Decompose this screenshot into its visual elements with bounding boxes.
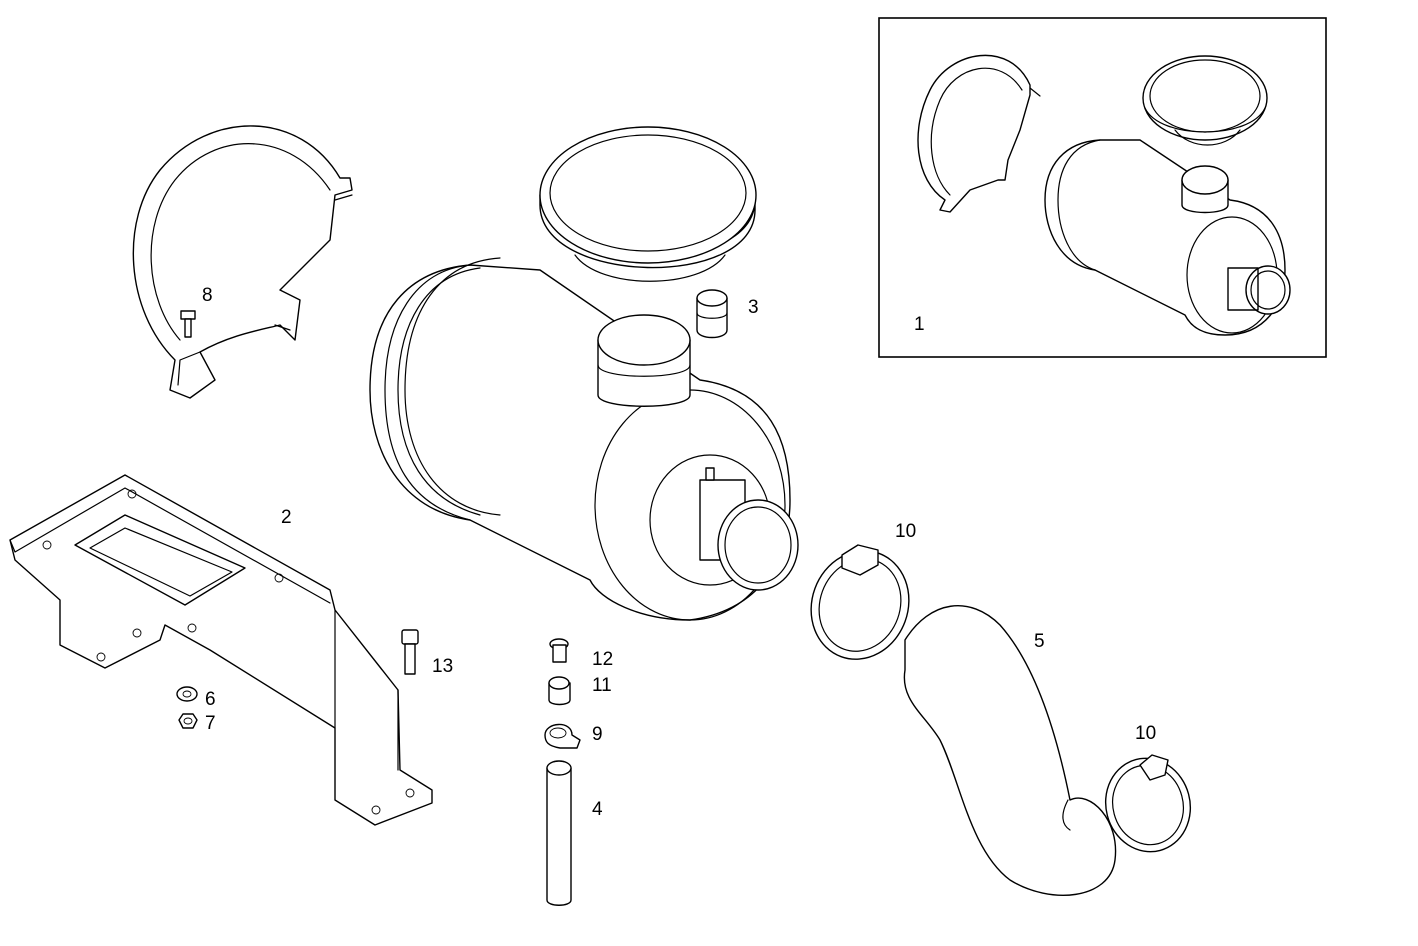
service-indicator-3 xyxy=(696,289,728,339)
callout-10-lower: 10 xyxy=(1135,723,1156,744)
drain-tube-4 xyxy=(546,760,572,906)
callout-8: 8 xyxy=(202,285,213,306)
bolt-8 xyxy=(180,310,196,338)
hose-clamp-10-upper xyxy=(810,544,910,660)
hose-clamp-10-lower xyxy=(1104,754,1192,853)
mounting-bracket xyxy=(9,474,433,826)
hose-clamp-9 xyxy=(544,723,581,749)
callout-9: 9 xyxy=(592,724,603,745)
screw-12 xyxy=(549,638,569,663)
callout-10-upper: 10 xyxy=(895,521,916,542)
bolt-13 xyxy=(401,629,419,675)
callout-12: 12 xyxy=(592,649,613,670)
callout-1: 1 xyxy=(914,314,925,335)
callout-11: 11 xyxy=(592,675,612,696)
callout-13: 13 xyxy=(432,656,453,677)
callout-5: 5 xyxy=(1034,631,1045,652)
filter-cap xyxy=(539,126,757,282)
callout-6: 6 xyxy=(205,689,216,710)
nut-7 xyxy=(178,713,198,729)
callout-3: 3 xyxy=(748,297,759,318)
callout-4: 4 xyxy=(592,799,603,820)
mounting-strap xyxy=(132,125,353,399)
inset-assembly xyxy=(878,17,1327,358)
callout-2: 2 xyxy=(281,507,292,528)
washer-6 xyxy=(176,686,198,702)
intake-hose xyxy=(903,605,1117,896)
grommet-11 xyxy=(548,676,571,706)
callout-7: 7 xyxy=(205,713,216,734)
air-filter-housing xyxy=(369,257,799,621)
